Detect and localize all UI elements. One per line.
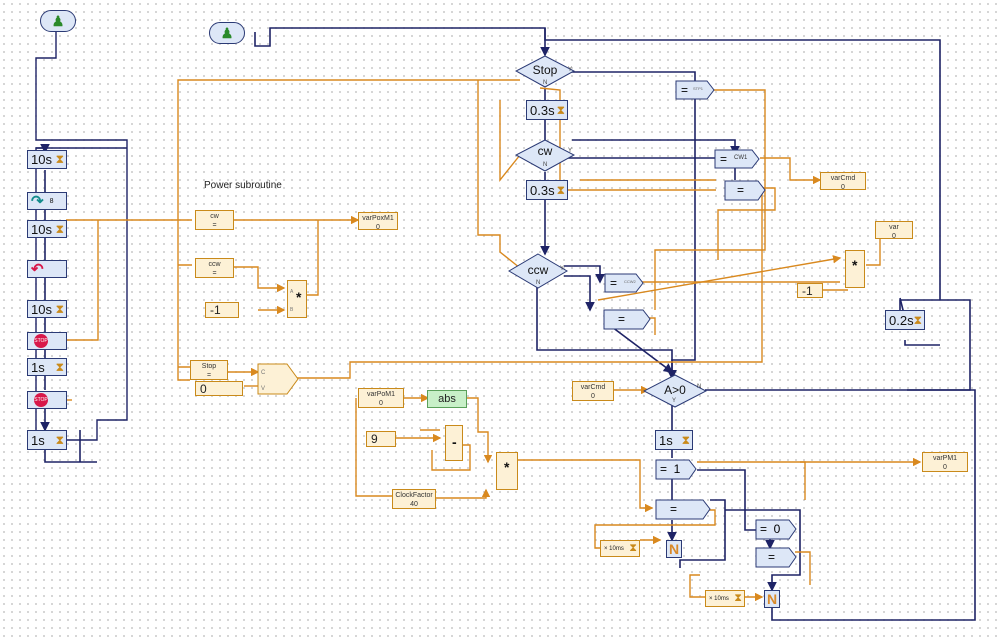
no-label: N bbox=[697, 384, 702, 390]
svg-text:V: V bbox=[261, 386, 265, 392]
hourglass-icon: ⧗ bbox=[629, 542, 637, 554]
green-figure-icon: ♟ bbox=[220, 24, 234, 41]
assign-zero-block[interactable] bbox=[755, 519, 797, 540]
wait-timer-3[interactable]: 10s⧗ bbox=[27, 300, 67, 318]
compare-ccw-small: CCW2 bbox=[624, 279, 636, 284]
const-minus-one[interactable]: -1 bbox=[205, 302, 239, 318]
program-start-block[interactable]: ♟ bbox=[40, 10, 76, 32]
compare-eq-op-1: = bbox=[737, 183, 745, 197]
compare-eq-block-3[interactable] bbox=[655, 499, 711, 520]
no-label: N bbox=[543, 162, 548, 168]
no-label: N bbox=[543, 80, 548, 86]
svg-text:C: C bbox=[261, 370, 266, 376]
hourglass-icon: ⧗ bbox=[556, 102, 565, 117]
motor-cw-block[interactable]: ↷ 8 bbox=[27, 192, 67, 210]
power-subroutine-label: Power subroutine bbox=[204, 180, 282, 191]
wait-10ms-b[interactable]: × 10ms⧗ bbox=[705, 590, 745, 607]
compare-eq-block-2[interactable] bbox=[603, 309, 651, 330]
wait-timer-1[interactable]: 10s⧗ bbox=[27, 150, 67, 169]
hourglass-icon: ⧗ bbox=[734, 592, 742, 604]
compare-cw-small: CW1 bbox=[734, 155, 748, 161]
compare-ccw-block[interactable] bbox=[604, 273, 644, 293]
n-block-a[interactable]: N bbox=[666, 540, 682, 558]
compare-stop-block[interactable] bbox=[675, 80, 715, 100]
compare-eq-op-4: = bbox=[768, 550, 776, 564]
const-zero[interactable]: 0 bbox=[195, 381, 243, 396]
hourglass-icon: ⧗ bbox=[913, 312, 923, 327]
wait-timer-02[interactable]: 0.2s⧗ bbox=[885, 310, 925, 330]
select-gate-block[interactable]: CV bbox=[257, 363, 299, 395]
assign-zero-op: = 0 bbox=[760, 522, 781, 536]
hourglass-icon: ⧗ bbox=[556, 182, 565, 197]
yes-label: Y bbox=[672, 398, 677, 404]
motor-stop-block[interactable]: STOP bbox=[27, 332, 67, 350]
hourglass-icon: ⧗ bbox=[55, 221, 64, 236]
compare-cw-block[interactable] bbox=[714, 149, 760, 169]
decision-ccw-label: ccw bbox=[527, 263, 549, 277]
decision-cw[interactable] bbox=[515, 139, 575, 172]
const-minus-one-right[interactable]: -1 bbox=[797, 283, 823, 298]
stop-sign-icon: STOP bbox=[34, 393, 48, 407]
stop-sign-icon: STOP bbox=[34, 334, 48, 348]
motor-ccw-block[interactable]: ↶ bbox=[27, 260, 67, 278]
stop-compare-block[interactable]: Stop= bbox=[190, 360, 228, 380]
wait-10ms-a[interactable]: × 10ms⧗ bbox=[600, 540, 640, 557]
ccw-compare-block[interactable]: ccw= bbox=[195, 258, 234, 278]
motor-rotate-back-icon: ↶ bbox=[31, 261, 44, 278]
hourglass-icon: ⧗ bbox=[55, 359, 64, 374]
n-block-b[interactable]: N bbox=[764, 590, 780, 608]
compare-eq-op-3: = bbox=[670, 502, 678, 516]
assign-one-op: = 1 bbox=[660, 462, 681, 476]
program-start-block-2[interactable]: ♟ bbox=[209, 22, 245, 44]
decision-a-gt-0-label: A>0 bbox=[664, 383, 686, 397]
motor-rotate-icon: ↷ bbox=[31, 193, 44, 210]
hourglass-icon: ⧗ bbox=[55, 152, 64, 166]
cw-compare-block[interactable]: cw= bbox=[195, 210, 234, 230]
decision-cw-label: cw bbox=[537, 144, 553, 158]
wait-timer-5[interactable]: 1s⧗ bbox=[27, 430, 67, 450]
compare-cw-op: = bbox=[720, 152, 728, 166]
wait-timer-4[interactable]: 1s⧗ bbox=[27, 358, 67, 376]
hourglass-icon: ⧗ bbox=[55, 432, 64, 447]
wait-timer-2[interactable]: 10s⧗ bbox=[27, 220, 67, 238]
compare-stop-op: = bbox=[681, 83, 689, 97]
assign-one-block[interactable] bbox=[655, 459, 697, 480]
wait-timer-03-a[interactable]: 0.3s⧗ bbox=[526, 100, 568, 120]
wait-timer-03-b[interactable]: 0.3s⧗ bbox=[526, 180, 568, 200]
const-nine[interactable]: 9 bbox=[366, 431, 396, 447]
motor-stop-block-2[interactable]: STOP bbox=[27, 391, 67, 409]
wait-timer-1s-bottom[interactable]: 1s⧗ bbox=[655, 430, 693, 450]
compare-eq-block-4[interactable] bbox=[755, 547, 797, 568]
yes-label: Y bbox=[568, 67, 573, 73]
compare-eq-block-1[interactable] bbox=[724, 180, 766, 201]
decision-ccw[interactable] bbox=[508, 253, 568, 289]
abs-block[interactable]: abs bbox=[427, 390, 467, 408]
subtract-block[interactable]: - bbox=[445, 425, 463, 461]
compare-eq-op-2: = bbox=[618, 312, 626, 326]
decision-a-gt-0[interactable] bbox=[643, 374, 707, 408]
yes-label: Y bbox=[560, 266, 565, 272]
decision-stop-label: Stop bbox=[532, 63, 558, 77]
no-label: N bbox=[536, 280, 541, 286]
yes-label: Y bbox=[568, 148, 573, 154]
hourglass-icon: ⧗ bbox=[55, 301, 64, 316]
compare-stop-small: STP1 bbox=[693, 86, 704, 91]
multiply-block-right[interactable]: * bbox=[845, 250, 865, 288]
multiply-block-calc[interactable]: * bbox=[496, 452, 518, 490]
hourglass-icon: ⧗ bbox=[681, 432, 690, 447]
decision-stop[interactable] bbox=[515, 55, 575, 88]
compare-ccw-op: = bbox=[610, 276, 618, 290]
green-figure-icon: ♟ bbox=[51, 12, 65, 29]
